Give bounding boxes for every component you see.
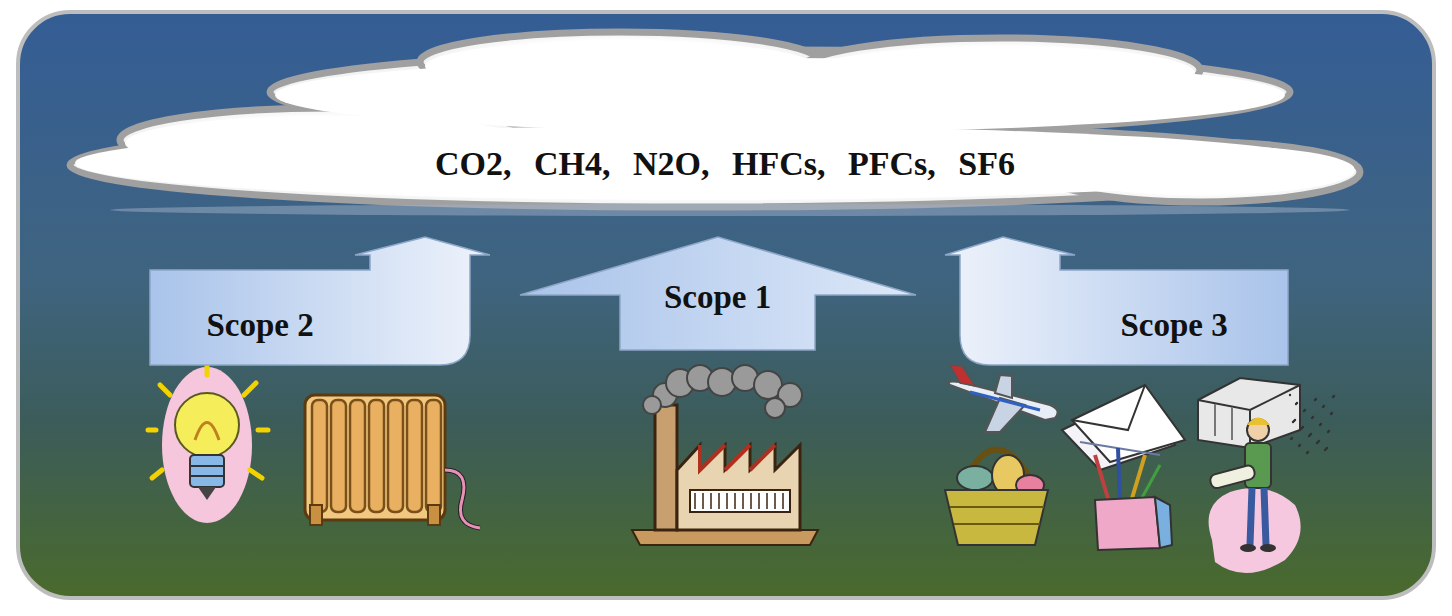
scope-arrow: Scope 3 — [940, 232, 1290, 368]
scope-label: Scope 1 — [620, 273, 815, 321]
arrow-shape — [150, 232, 495, 368]
scope-label: Scope 2 — [150, 300, 370, 350]
radiator-icon — [305, 395, 480, 528]
gas-cloud: CO2, CH4, N2O, HFCs, PFCs, SF6 — [60, 128, 1390, 200]
scope-arrow: Scope 1 — [518, 235, 918, 353]
architect-icon — [1209, 418, 1301, 574]
factory-icon — [632, 365, 818, 545]
lightbulb-icon — [148, 365, 268, 523]
basket-icon — [945, 449, 1048, 545]
art-supplies-icon — [1095, 448, 1172, 550]
scope-arrow: Scope 2 — [150, 232, 495, 368]
scope-label: Scope 3 — [1060, 300, 1288, 350]
arrow-shape — [940, 232, 1290, 368]
ground-panel — [18, 12, 1434, 598]
gas-list: CO2, CH4, N2O, HFCs, PFCs, SF6 — [60, 128, 1390, 200]
envelopes-icon — [1062, 385, 1185, 470]
airplane-icon — [949, 365, 1058, 432]
